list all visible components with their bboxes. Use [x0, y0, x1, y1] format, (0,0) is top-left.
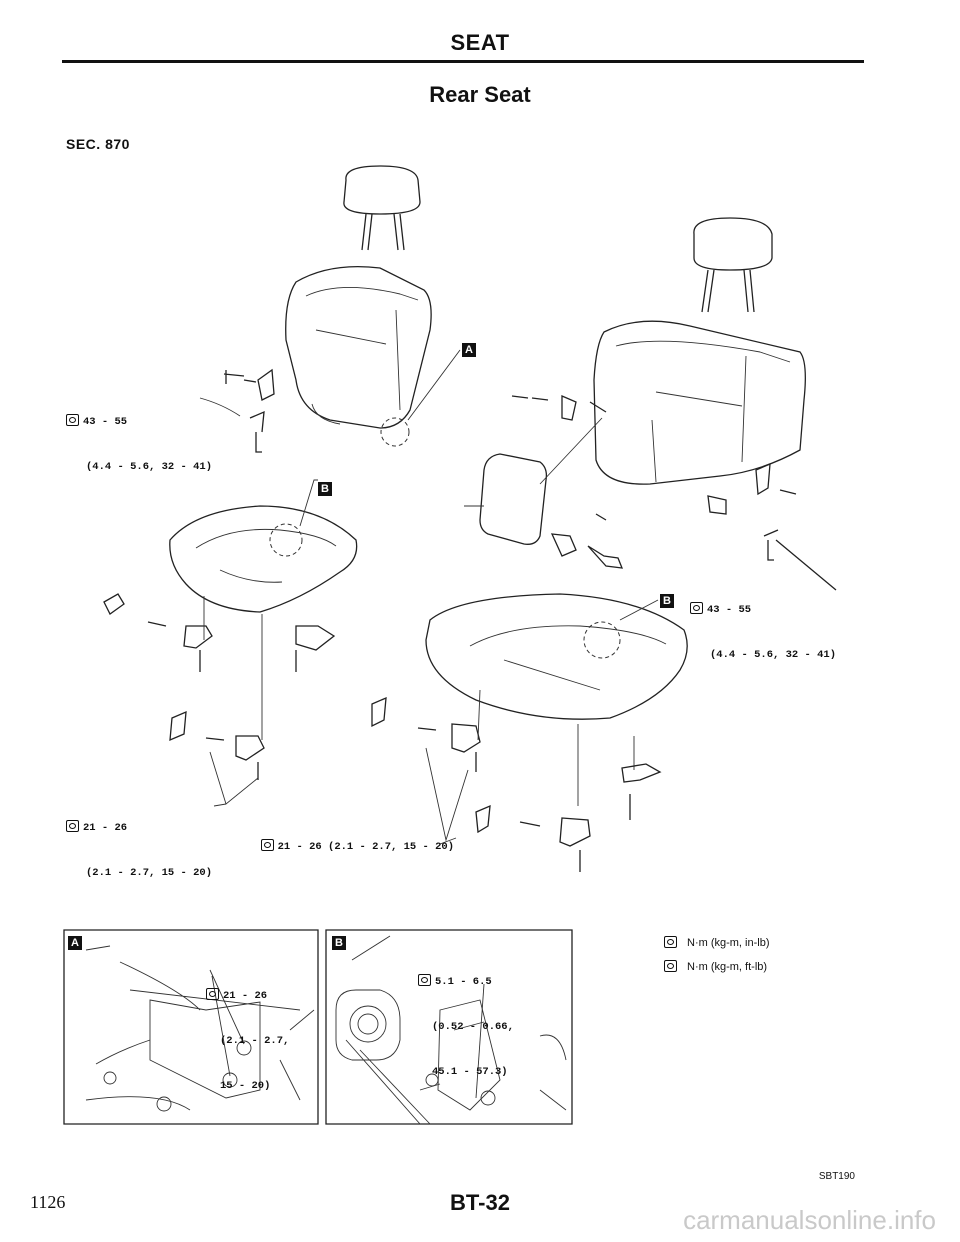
callout-a: A [462, 343, 476, 357]
legend-in-lb: N·m (kg-m, in-lb) [664, 936, 770, 949]
torque-wrench-icon [206, 988, 219, 1000]
folio-number: 1126 [30, 1192, 66, 1212]
watermark: carmanualsonline.info [683, 1205, 936, 1235]
figure-code: SBT190 [818, 1171, 855, 1182]
torque-detail-a: 21 - 26 (2.1 - 2.7, 15 - 20) [206, 958, 289, 1109]
legend-ft-lb: N·m (kg-m, ft-lb) [664, 960, 767, 973]
left-seatback [199, 265, 461, 453]
page-number: BT-32 [450, 1190, 510, 1215]
title-rule [62, 60, 864, 63]
callout-b-left: B [318, 482, 332, 496]
detail-b-label: B [332, 936, 346, 950]
torque-wrench-icon [418, 974, 431, 986]
torque-wrench-icon [66, 820, 79, 832]
torque-wrench-icon [66, 414, 79, 426]
right-headrest [693, 217, 773, 313]
torque-wrench-ft-lb-icon [664, 960, 677, 972]
left-seat-cushion [103, 479, 358, 807]
detail-a-label: A [68, 936, 82, 950]
callout-b-right: B [660, 594, 674, 608]
torque-wrench-in-lb-icon [664, 936, 677, 948]
torque-detail-b: 5.1 - 6.5 (0.52 - 0.66, 45.1 - 57.3) [418, 944, 514, 1095]
torque-left-back-hinge: 43 - 55 (4.4 - 5.6, 32 - 41) [66, 384, 212, 490]
section-subtitle: Rear Seat [429, 82, 531, 107]
torque-right-cushion-bracket: 21 - 26 (2.1 - 2.7, 15 - 20) [248, 824, 454, 855]
right-seat-cushion [371, 593, 688, 872]
torque-wrench-icon [260, 839, 274, 851]
section-number: SEC. 870 [66, 136, 130, 152]
torque-wrench-icon [690, 602, 703, 614]
right-seatback [464, 320, 837, 591]
left-headrest [343, 165, 421, 251]
page-title: SEAT [450, 30, 510, 55]
torque-left-cushion-bracket: 21 - 26 (2.1 - 2.7, 15 - 20) [66, 790, 212, 896]
torque-right-back-hinge: 43 - 55 (4.4 - 5.6, 32 - 41) [690, 572, 836, 678]
detail-panels [63, 929, 573, 1125]
